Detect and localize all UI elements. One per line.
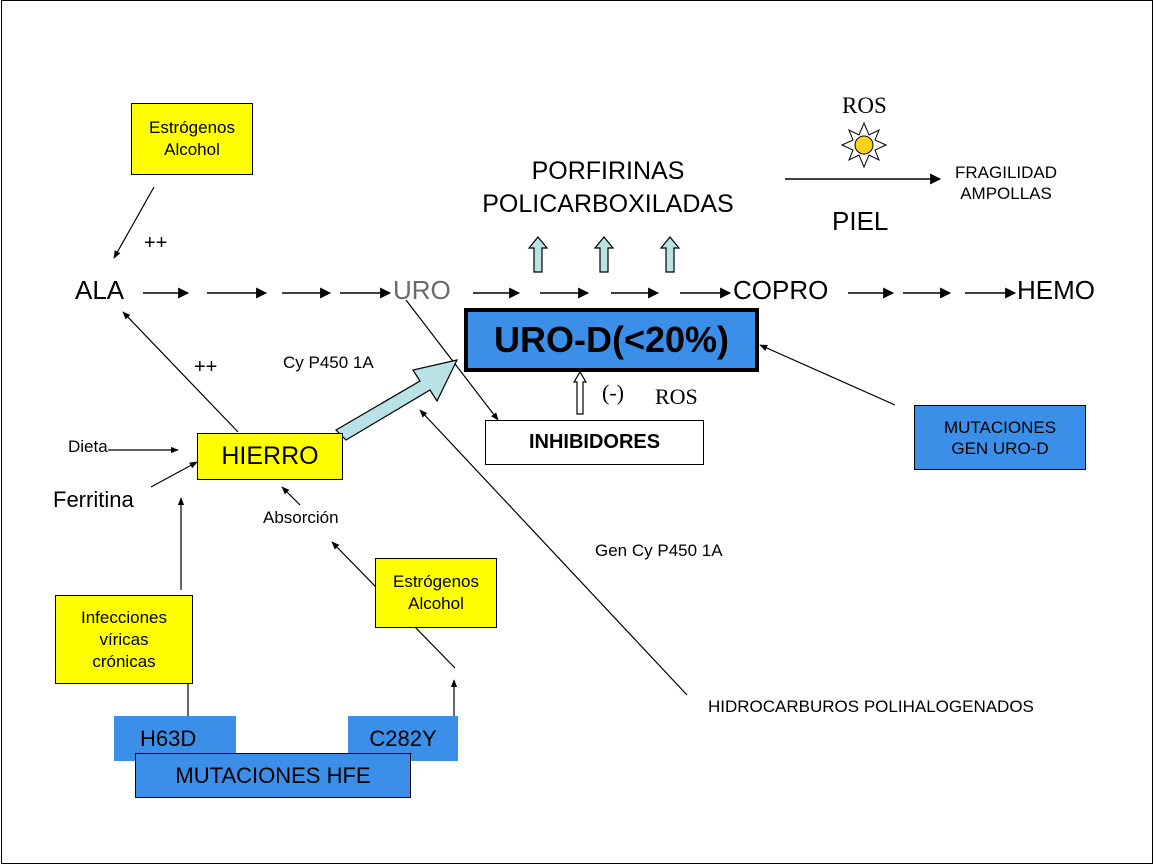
up-arrow bbox=[659, 236, 681, 273]
gen-cy-p450-label: Gen Cy P450 1A bbox=[595, 541, 723, 560]
infecciones-box: Infecciones víricas crónicas bbox=[55, 595, 193, 684]
up-arrow bbox=[527, 236, 549, 273]
mutaciones-hfe-box: MUTACIONES HFE bbox=[135, 753, 411, 798]
uro-label: URO bbox=[393, 275, 451, 305]
hidrocarburos-arrow bbox=[419, 409, 688, 696]
ferritina-arrow bbox=[150, 461, 198, 488]
up-arrow bbox=[593, 236, 615, 273]
chain-arrows bbox=[143, 173, 1017, 299]
piel-label: PIEL bbox=[832, 206, 889, 236]
inhibidores-box: INHIBIDORES bbox=[485, 420, 704, 465]
cy-p450-label: Cy P450 1A bbox=[283, 353, 374, 372]
hierro-to-urod-big-arrow bbox=[335, 359, 459, 441]
ala-label: ALA bbox=[75, 275, 125, 305]
mutaciones-to-urod-arrow bbox=[759, 344, 896, 406]
porfirinas-label: PORFIRINAS POLICARBOXILADAS bbox=[482, 157, 734, 218]
absorcion-label: Absorción bbox=[263, 508, 339, 527]
hierro-box: HIERRO bbox=[197, 433, 343, 480]
ros-mid-label: ROS bbox=[655, 384, 698, 409]
porfirinas-up-arrows bbox=[527, 236, 681, 273]
dieta-label: Dieta bbox=[68, 437, 108, 456]
estrogenos-alcohol-box-bottom: Estrógenos Alcohol bbox=[375, 558, 497, 628]
ferritina-label: Ferritina bbox=[53, 487, 134, 512]
hierro-to-ala-arrow bbox=[122, 311, 239, 433]
copro-label: COPRO bbox=[733, 275, 829, 305]
ros-top-label: ROS bbox=[842, 93, 887, 118]
estrogenos-to-ala-arrow bbox=[113, 186, 155, 259]
plus-bottom-label: ++ bbox=[194, 356, 218, 378]
uro-to-inhibidores-arrow bbox=[405, 299, 499, 421]
fragilidad-label: FRAGILIDAD AMPOLLAS bbox=[955, 163, 1058, 203]
sun-icon bbox=[840, 121, 888, 169]
hemo-label: HEMO bbox=[1017, 275, 1095, 305]
minus-label: (-) bbox=[602, 380, 624, 405]
absorcion-arrow bbox=[281, 486, 301, 506]
hidrocarburos-label: HIDROCARBUROS POLIHALOGENADOS bbox=[708, 697, 1034, 716]
inhibition-up-arrow bbox=[572, 370, 588, 415]
plus-top-label: ++ bbox=[144, 232, 168, 254]
mutaciones-gen-uro-d-box: MUTACIONES GEN URO-D bbox=[914, 405, 1086, 470]
estrogenos-alcohol-box-top: Estrógenos Alcohol bbox=[131, 103, 253, 175]
uro-d-box: URO-D(<20%) bbox=[464, 308, 759, 372]
